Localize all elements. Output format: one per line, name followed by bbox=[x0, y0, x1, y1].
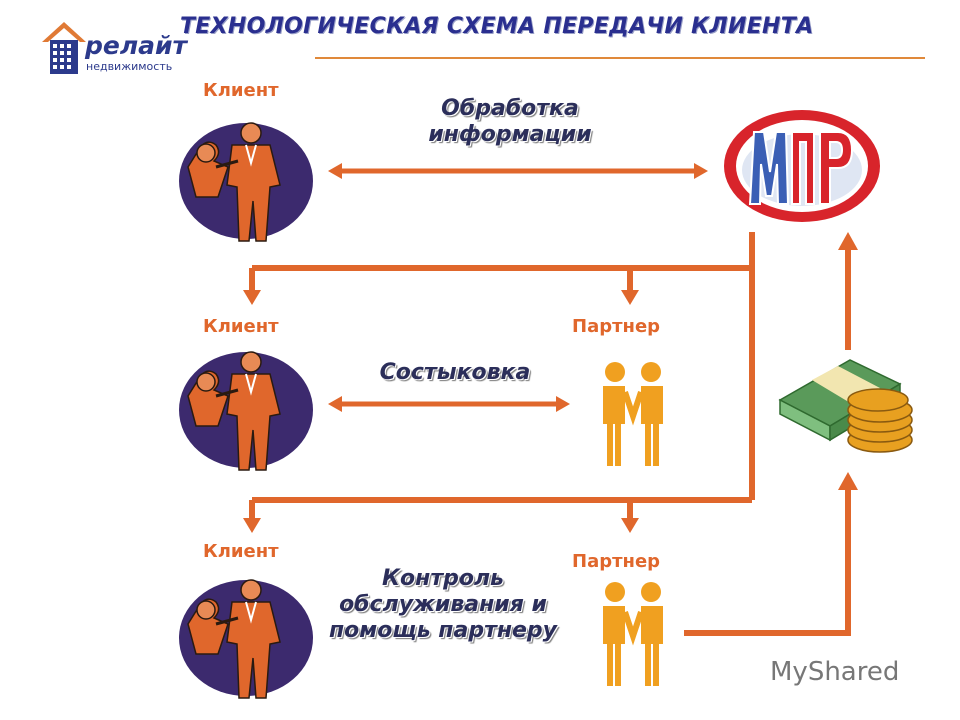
client-figure-1 bbox=[177, 121, 315, 243]
partner-figure-1 bbox=[603, 362, 663, 466]
client-label-2: Клиент bbox=[203, 316, 279, 337]
mpr-emblem-icon bbox=[724, 110, 880, 222]
client-label-1: Клиент bbox=[203, 80, 279, 101]
partner-label-1: Партнер bbox=[572, 316, 661, 337]
distribution-lines bbox=[249, 232, 851, 636]
title-underline bbox=[315, 57, 925, 59]
action-label-processing: Обработка информации bbox=[428, 96, 592, 147]
watermark: MyShared bbox=[770, 657, 900, 687]
action-label-control: Контроль обслуживания и помощь партнеру bbox=[328, 566, 558, 643]
client-figure-3 bbox=[177, 578, 315, 700]
client-label-3: Клиент bbox=[203, 541, 279, 562]
action-label-matching: Состыковка bbox=[379, 360, 531, 385]
partner-figure-2 bbox=[603, 582, 663, 686]
page-title: ТЕХНОЛОГИЧЕСКАЯ СХЕМА ПЕРЕДАЧИ КЛИЕНТА bbox=[180, 14, 814, 39]
building-logo-icon bbox=[42, 22, 86, 74]
relait-logo bbox=[40, 18, 180, 78]
partner-label-2: Партнер bbox=[572, 551, 661, 572]
client-figure-2 bbox=[177, 350, 315, 472]
logo-subtitle: недвижимость bbox=[86, 60, 173, 73]
money-icon bbox=[778, 359, 913, 453]
logo-name: релайт bbox=[85, 31, 188, 60]
